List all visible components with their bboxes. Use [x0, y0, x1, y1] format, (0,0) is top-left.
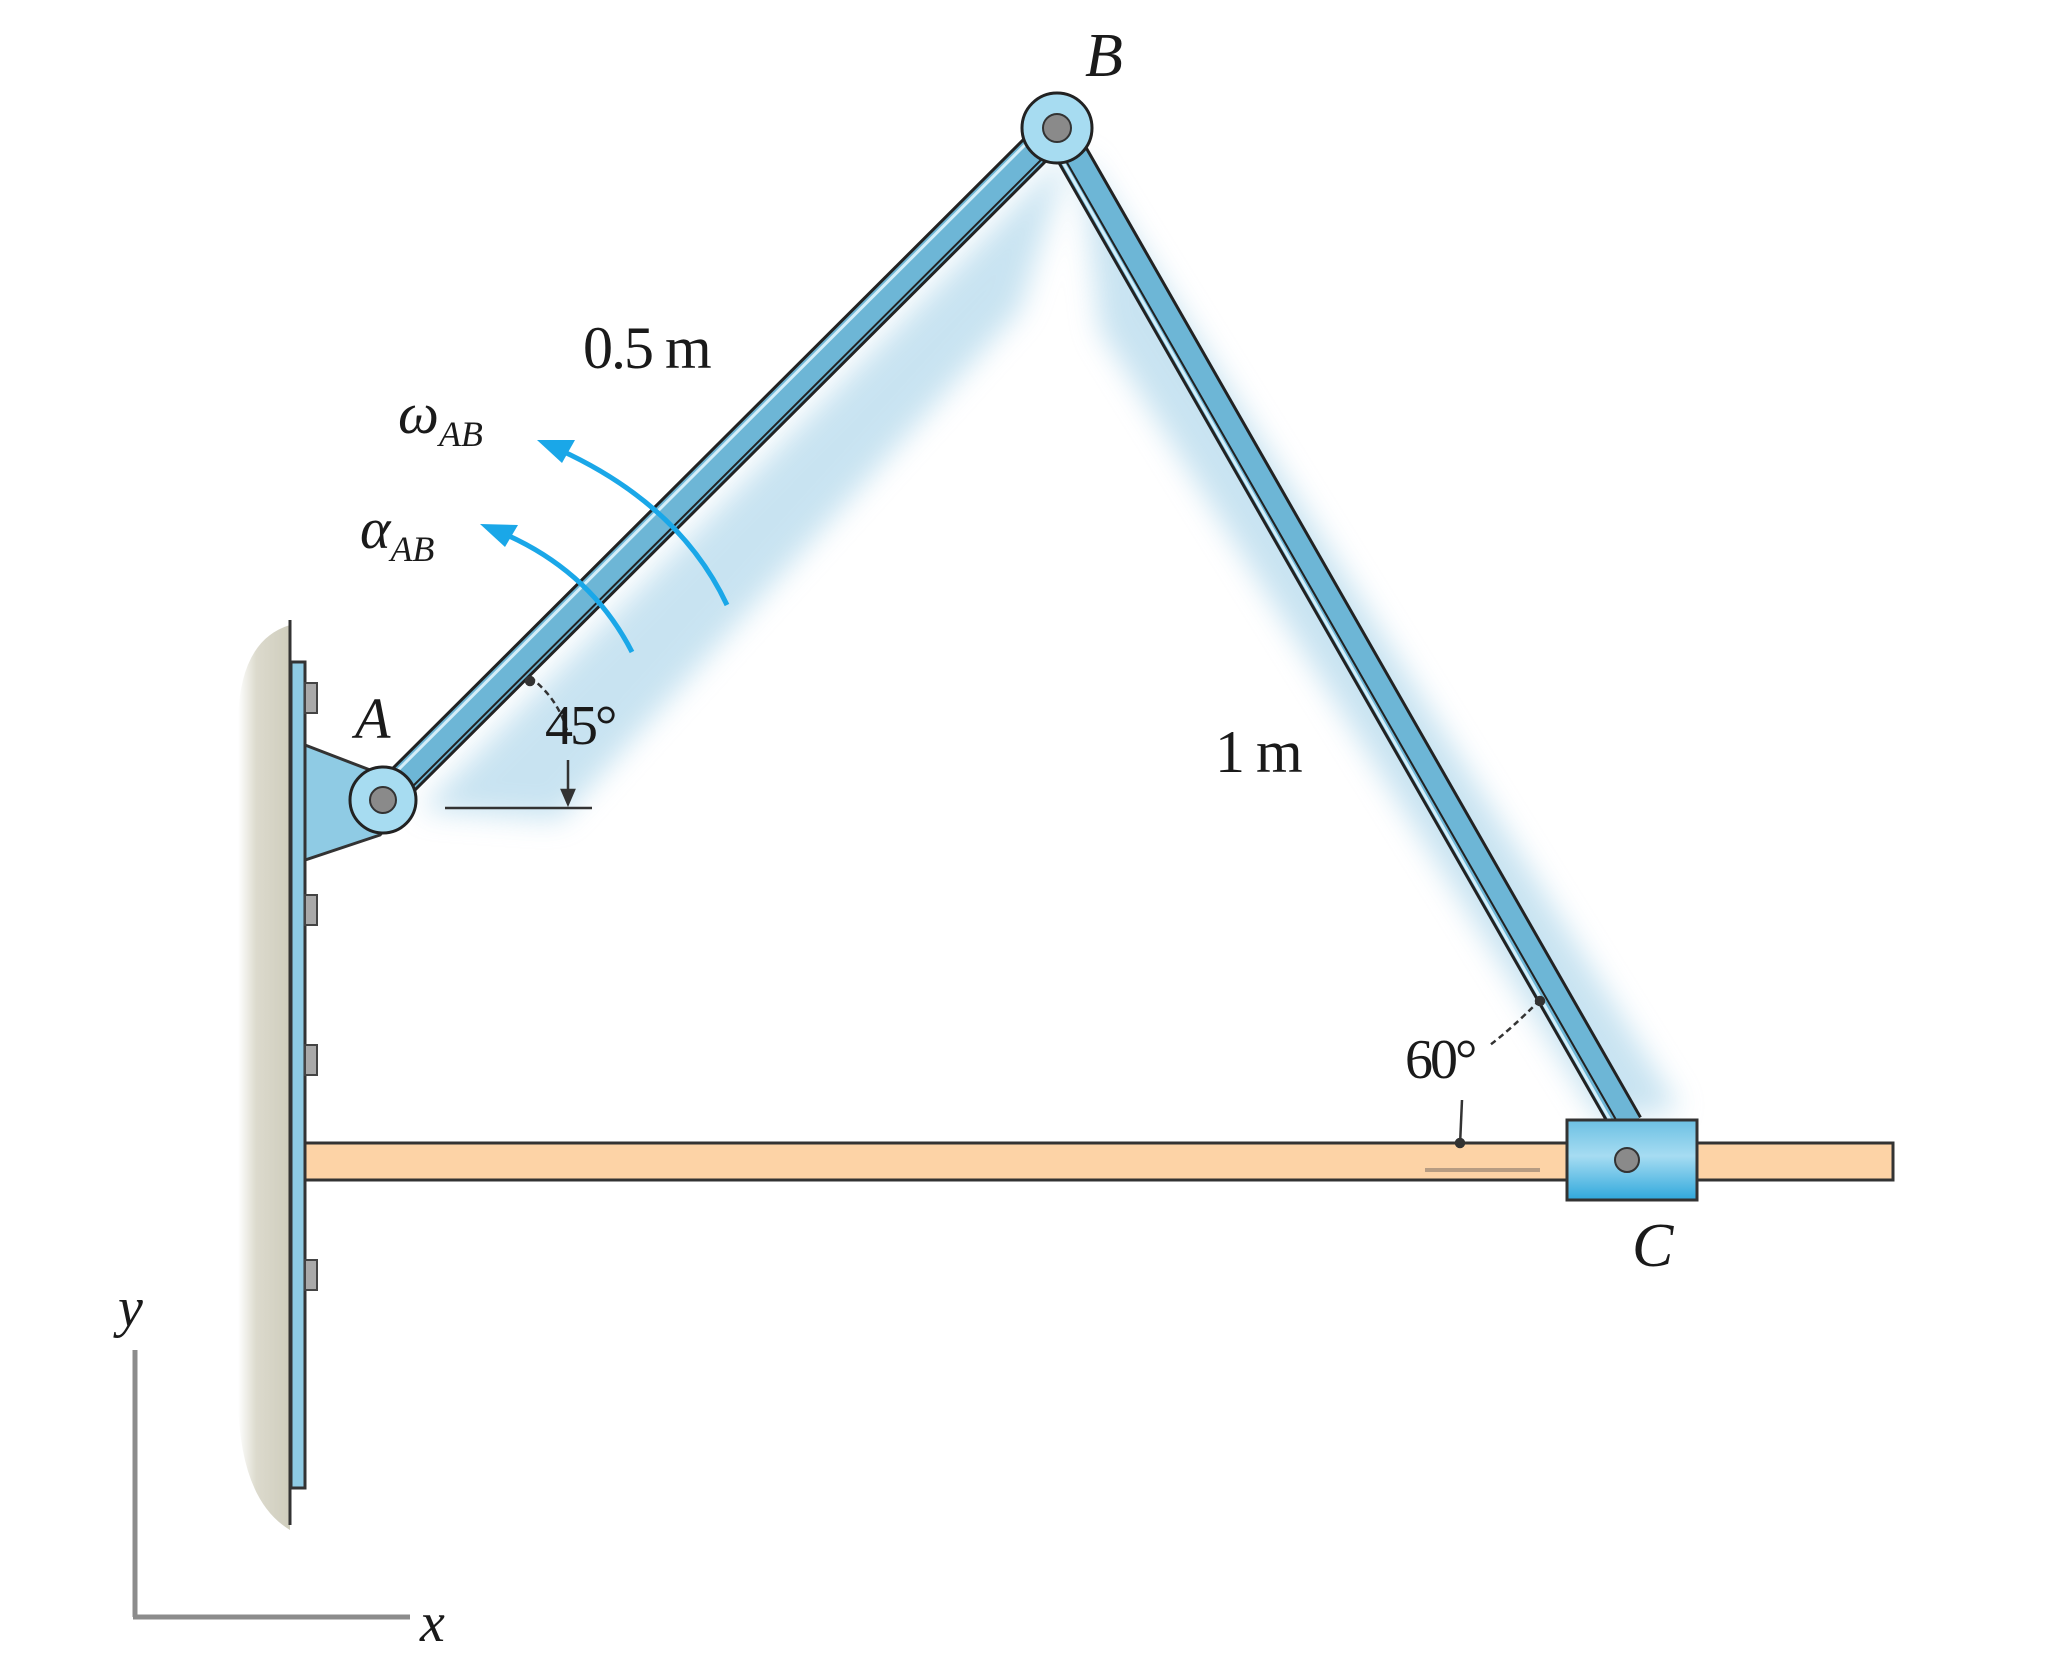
pin-b: [1020, 91, 1094, 165]
angle-60-marker: [1454, 995, 1546, 1149]
link-bc: [1042, 119, 1642, 1134]
angle-45-marker: [445, 675, 592, 810]
omega-ab-arrow-icon: [537, 440, 730, 607]
coordinate-axes: [132, 1350, 410, 1620]
link-shadows: [420, 150, 1680, 1120]
alpha-symbol: α: [360, 496, 391, 561]
omega-subscript: AB: [438, 413, 483, 454]
omega-symbol: ω: [398, 381, 439, 446]
label-angle-45: 45°: [545, 695, 617, 757]
label-point-b: B: [1085, 22, 1123, 90]
label-alpha-ab: αAB: [360, 500, 434, 567]
label-omega-ab: ωAB: [398, 385, 483, 452]
label-y-axis: y: [118, 1277, 143, 1339]
alpha-ab-arrow-icon: [480, 524, 635, 654]
label-bc-length: 1 m: [1215, 719, 1303, 785]
wall: [238, 620, 318, 1530]
label-angle-60: 60°: [1405, 1029, 1477, 1091]
label-ab-length: 0.5 m: [583, 315, 712, 381]
link-ab: [370, 115, 1070, 813]
alpha-subscript: AB: [390, 528, 435, 569]
label-x-axis: x: [420, 1592, 445, 1654]
label-point-c: C: [1632, 1212, 1674, 1280]
label-point-a: A: [355, 686, 391, 751]
pin-a: [348, 765, 418, 835]
collar-c: [1565, 1118, 1699, 1202]
